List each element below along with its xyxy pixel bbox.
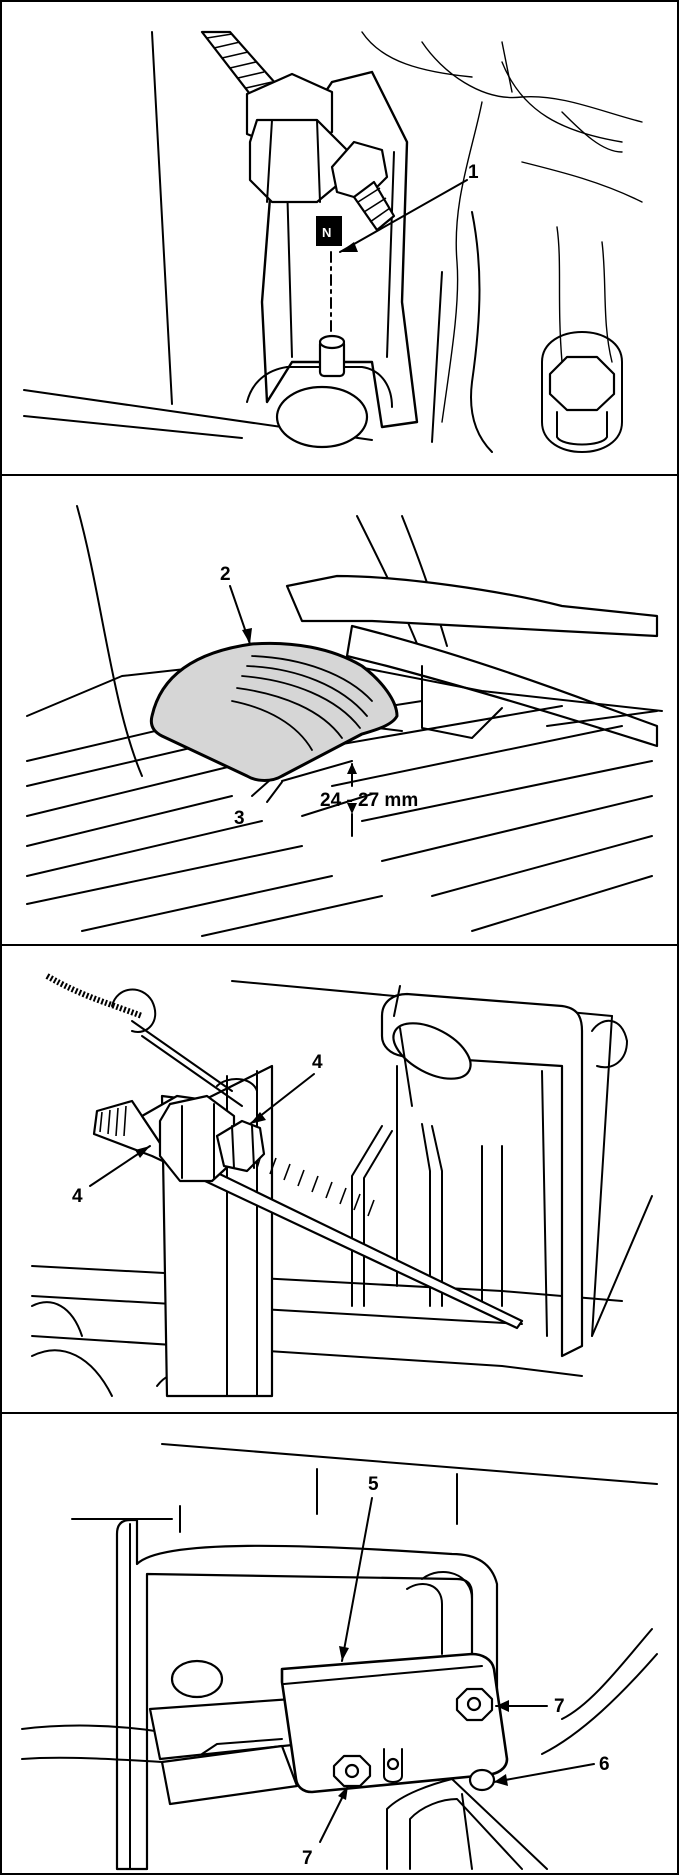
- figure-2-illustration: [26, 505, 663, 937]
- callout-4-right: 4: [312, 1052, 323, 1073]
- neutral-marker-box: [316, 216, 342, 246]
- figure-panel-2: [2, 476, 677, 944]
- panel-divider-3: [2, 1412, 677, 1414]
- panel-divider-2: [2, 944, 677, 946]
- figure-panel-1: [2, 2, 677, 474]
- callout-1: 1: [468, 162, 479, 183]
- figure-1-labels: 1 N: [2, 2, 677, 474]
- figure-3-illustration: [31, 973, 653, 1398]
- panel-divider-1: [2, 474, 677, 476]
- callout-6: 6: [599, 1754, 610, 1775]
- figure-1-illustration: [23, 30, 643, 453]
- figure-3-labels: 4 4: [2, 946, 677, 1412]
- figure-2-labels: 2 3 24 - 27 mm: [2, 476, 677, 944]
- figure-4-labels: 5 7 6 7: [2, 1414, 677, 1873]
- figure-4-illustration: [21, 1443, 658, 1871]
- callout-2: 2: [220, 564, 231, 585]
- figure-panel-4: [2, 1414, 677, 1873]
- callout-7-left: 7: [302, 1848, 313, 1869]
- callout-3: 3: [234, 808, 245, 829]
- callout-4-left: 4: [72, 1186, 83, 1207]
- callout-5: 5: [368, 1474, 379, 1495]
- neutral-marker-label: N: [322, 225, 331, 240]
- callout-7-right: 7: [554, 1696, 565, 1717]
- dimension-label: 24 - 27 mm: [320, 790, 418, 811]
- figure-panel-3: [2, 946, 677, 1412]
